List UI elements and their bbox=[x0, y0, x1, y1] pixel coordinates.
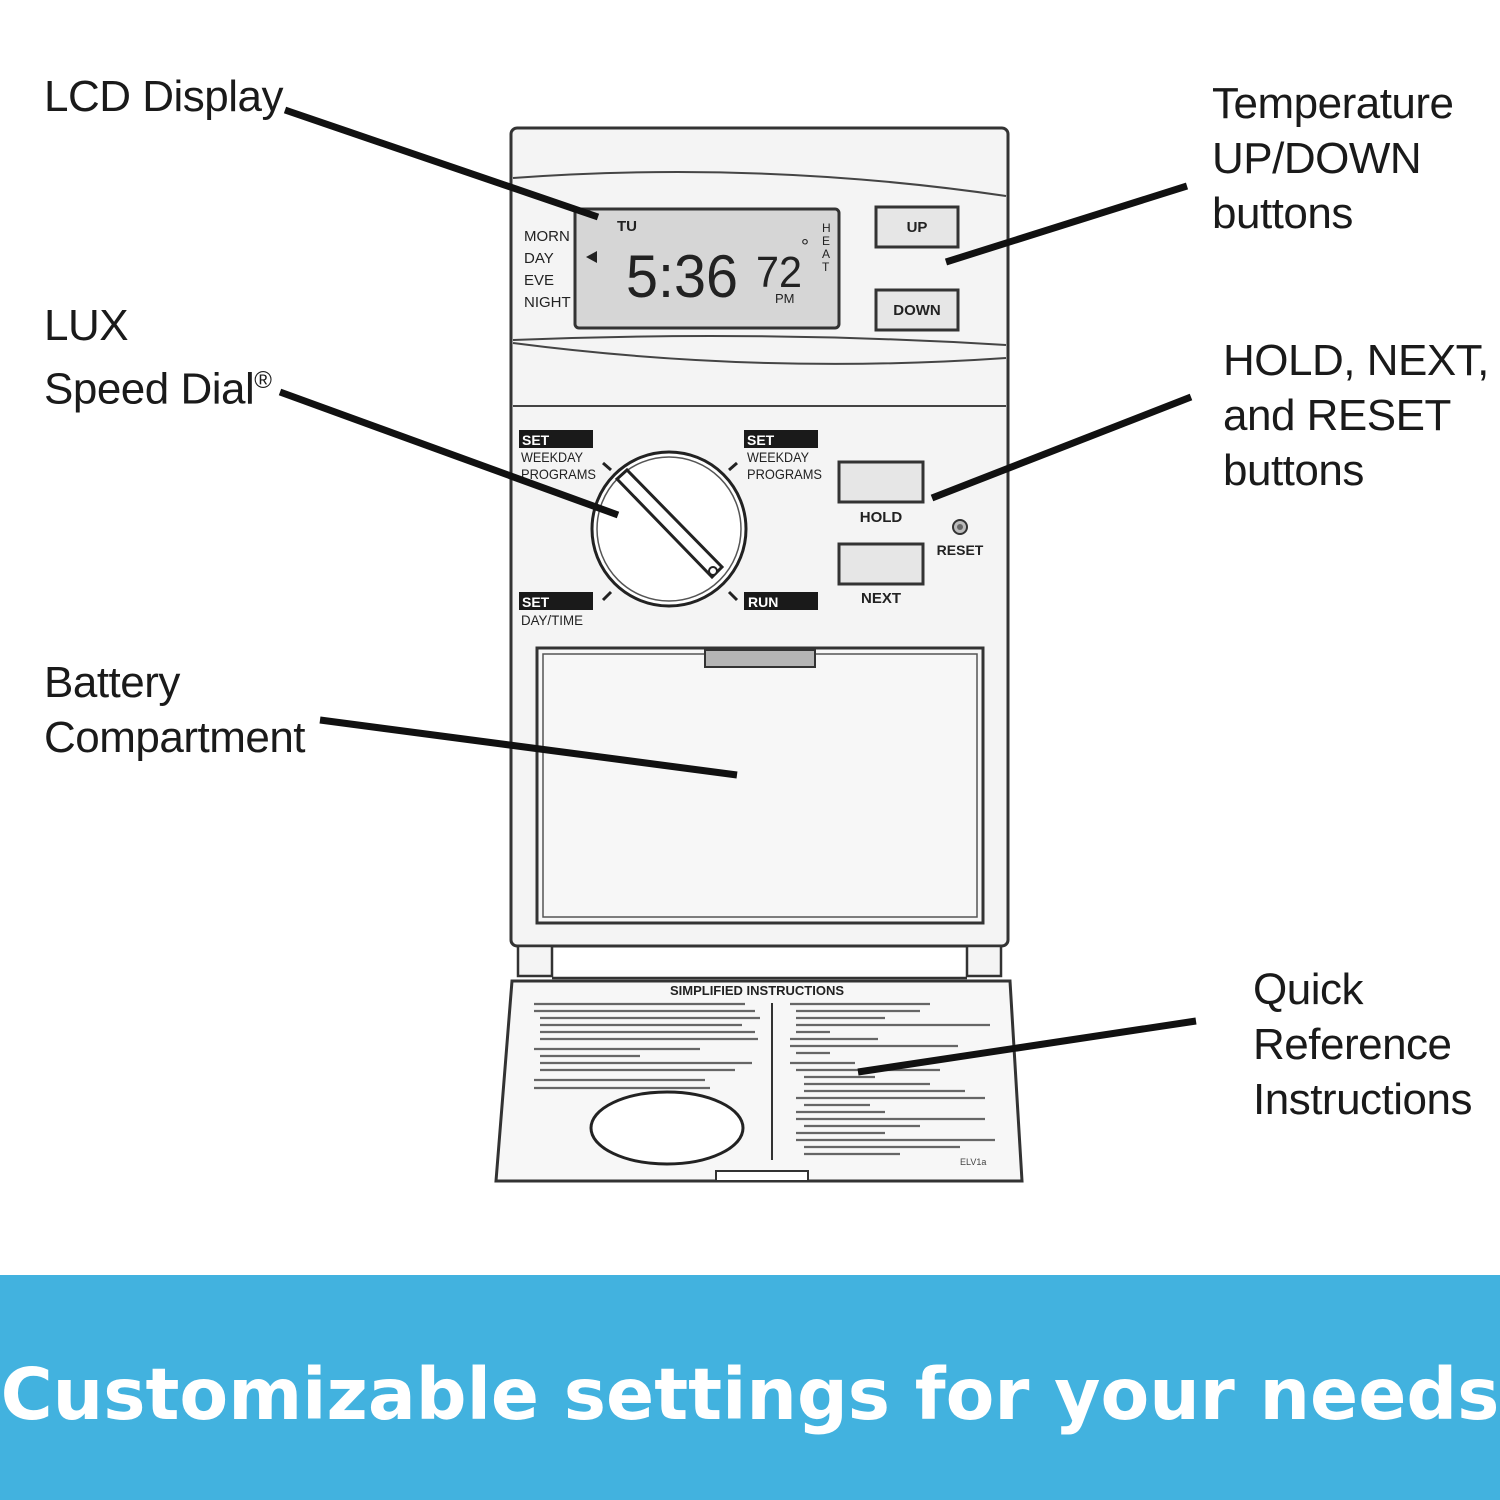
callout-hold-next-reset: HOLD, NEXT, and RESET buttons bbox=[1223, 336, 1489, 495]
down-button-label: DOWN bbox=[893, 302, 941, 319]
callout-quick-reference: Quick Reference Instructions bbox=[1253, 965, 1472, 1124]
leader-hold-next-reset bbox=[930, 393, 1193, 502]
reset-button[interactable] bbox=[952, 519, 968, 535]
set-daytime-set: SET bbox=[522, 594, 550, 610]
leader-quick-ref bbox=[857, 1017, 1197, 1076]
footer-banner bbox=[0, 1275, 1500, 1500]
up-button-label: UP bbox=[907, 219, 928, 236]
hold-button-label: HOLD bbox=[860, 509, 903, 526]
set-weekday-left-line2: PROGRAMS bbox=[521, 466, 596, 482]
instructions-card-title: SIMPLIFIED INSTRUCTIONS bbox=[670, 983, 844, 998]
footer-tagline: Customizable settings for your needs bbox=[0, 1353, 1500, 1436]
lcd-period-pointer-icon bbox=[586, 251, 597, 263]
hold-button[interactable] bbox=[837, 460, 925, 504]
callout-speed-dial-line2: Speed Dial bbox=[44, 364, 255, 414]
leader-speed-dial bbox=[278, 388, 620, 519]
lcd-time: 5:36 bbox=[626, 243, 738, 310]
set-daytime-badge bbox=[519, 592, 593, 610]
next-button-label: NEXT bbox=[861, 590, 901, 607]
housing-top-band bbox=[512, 171, 1007, 197]
leader-battery bbox=[319, 716, 738, 779]
callout-lcd-display: LCD Display bbox=[44, 72, 284, 121]
instructions-card-thumb-hole bbox=[589, 1090, 745, 1166]
set-weekday-right-line2: PROGRAMS bbox=[747, 466, 822, 482]
callout-temperature-buttons: Temperature UP/DOWN buttons bbox=[1212, 79, 1454, 238]
callout-speed-dial: LUX Speed Dial® bbox=[44, 298, 272, 417]
set-weekday-right-set: SET bbox=[747, 432, 775, 448]
speed-dial-pointer-dot bbox=[708, 566, 718, 576]
battery-compartment[interactable] bbox=[535, 646, 985, 925]
set-weekday-left-set: SET bbox=[522, 432, 550, 448]
lcd-period-night: NIGHT bbox=[524, 294, 571, 311]
speed-dial-pointer bbox=[614, 467, 725, 580]
housing-display-band bbox=[512, 335, 1007, 346]
set-daytime-label: DAY/TIME bbox=[521, 612, 583, 628]
up-button[interactable] bbox=[874, 205, 960, 249]
down-button[interactable] bbox=[874, 288, 960, 332]
lcd-screen bbox=[573, 207, 841, 330]
reset-button-label: RESET bbox=[937, 542, 984, 558]
lcd-period-day: DAY bbox=[524, 250, 554, 267]
callout-battery-compartment: Battery Compartment bbox=[44, 658, 306, 762]
run-label: RUN bbox=[748, 594, 778, 610]
callout-leader-lines bbox=[278, 106, 1197, 1076]
lcd-period-eve: EVE bbox=[524, 272, 554, 289]
lcd-temperature: 72 bbox=[756, 248, 802, 297]
lcd-degree: ° bbox=[801, 236, 809, 258]
instructions-card-code: ELV1a bbox=[960, 1157, 986, 1167]
callout-speed-dial-line1: LUX bbox=[44, 301, 129, 350]
lcd-period-morn: MORN bbox=[524, 228, 570, 245]
lcd-day: TU bbox=[617, 218, 637, 235]
speed-dial[interactable] bbox=[590, 450, 748, 608]
instructions-card-fine-print bbox=[534, 1002, 995, 1156]
set-weekday-right-line1: WEEKDAY bbox=[747, 449, 810, 465]
registered-mark: ® bbox=[254, 367, 272, 394]
lcd-ampm: PM bbox=[775, 291, 795, 306]
set-weekday-left-badge bbox=[519, 430, 593, 448]
next-button[interactable] bbox=[837, 542, 925, 586]
set-weekday-right-badge bbox=[744, 430, 818, 448]
lcd-mode-h: H bbox=[822, 221, 831, 235]
leader-temp-buttons bbox=[944, 182, 1189, 266]
set-weekday-left-line1: WEEKDAY bbox=[521, 449, 584, 465]
run-badge bbox=[744, 592, 818, 610]
leader-lcd bbox=[283, 106, 600, 221]
battery-door-latch[interactable] bbox=[704, 649, 816, 668]
